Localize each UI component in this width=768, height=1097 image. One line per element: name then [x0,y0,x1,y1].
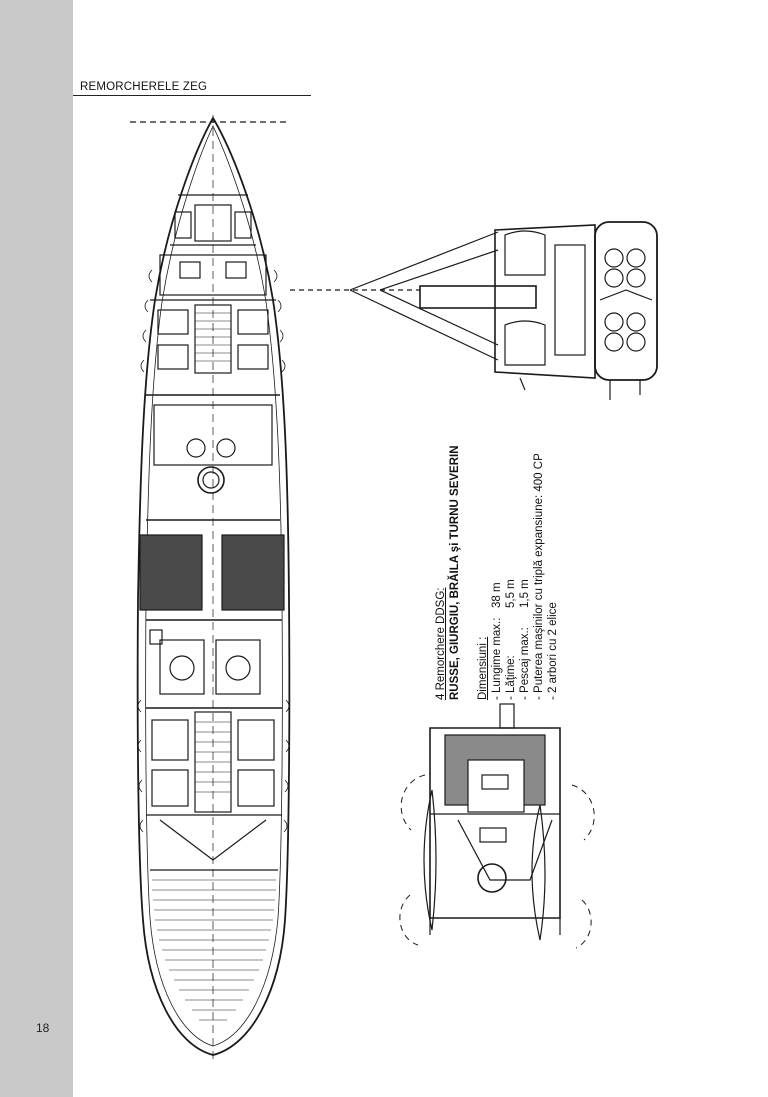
spec-label: - Pescaj max.: [519,627,531,700]
caption-subtitle: 4 Remorchere DDSG: [435,587,447,700]
engine-spec: - Puterea maşinilor cu triplă expansiune… [533,453,545,700]
spec-row: - Pescaj max.: 1,5 m [518,445,532,700]
spec-row: - Lăţime: 5,5 m [504,445,518,700]
caption-ship-names: RUSSE, GIURGIU, BRĂILA şi TURNU SEVERIN [449,445,461,700]
dimensions-heading: Dimensiuni : [477,636,489,700]
spec-value: 38 m [491,582,503,608]
stern-view-drawing [399,703,595,949]
spec-value: 5,5 m [505,579,517,608]
cross-section-drawing [290,221,658,400]
deck-plan-drawing [130,115,291,1060]
shaft-spec: - 2 arbori cu 2 elice [547,602,559,700]
spec-value: 1,5 m [519,579,531,608]
ship-caption: 4 Remorchere DDSG: RUSSE, GIURGIU, BRĂIL… [434,445,560,700]
left-margin-band [0,0,73,1097]
page-number: 18 [36,1021,50,1035]
running-header: REMORCHERELE ZEG [80,81,208,93]
header-rule [73,95,311,96]
spec-label: - Lăţime: [505,655,517,700]
spec-row: - Lungime max.: 38 m [490,445,504,700]
spec-label: - Lungime max.: [491,617,503,700]
